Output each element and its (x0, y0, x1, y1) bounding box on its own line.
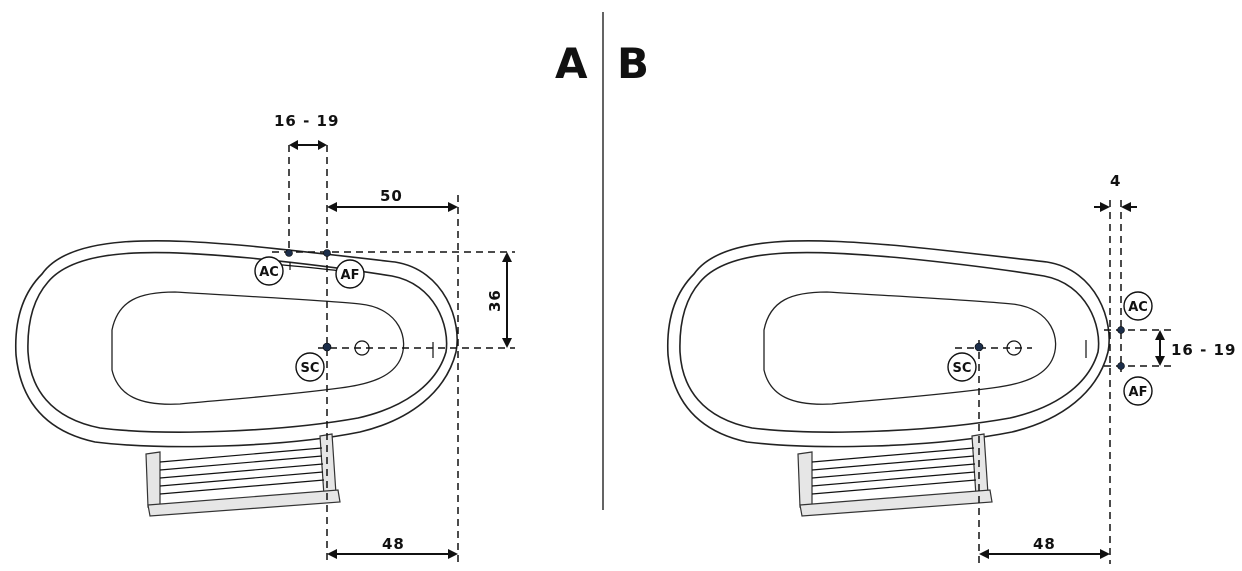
badge-sc-label-b: SC (953, 361, 972, 376)
badge-ac-label-b: AC (1128, 300, 1148, 315)
dim-arrow-a1 (289, 140, 298, 150)
panel-a: 16 - 19 50 36 48 AC AF (14, 112, 515, 564)
step-bar-1-a (159, 447, 323, 463)
step-right-rail-b (971, 433, 989, 497)
step-bar-4-b (811, 471, 976, 487)
step-base-b (799, 489, 993, 517)
badge-af-label-a: AF (341, 268, 360, 283)
dim-arrow-a3 (327, 202, 337, 212)
step-bar-5-a (159, 479, 325, 495)
step-right-rail-a (319, 433, 337, 497)
tub-outer-rim-inner-a (27, 251, 448, 433)
badge-ac-a: AC (254, 256, 284, 286)
dim-36-label-a: 36 (486, 289, 504, 312)
badge-sc-a: SC (295, 352, 325, 382)
dim-arrow-a4 (448, 202, 458, 212)
tub-outer-rim-inner-b (679, 251, 1100, 433)
dim-arrow-b5 (979, 549, 989, 559)
dim-16-19-label-b: 16 - 19 (1171, 341, 1236, 359)
dim-16-19-label-a: 16 - 19 (274, 112, 339, 130)
step-a (145, 433, 341, 517)
badge-ac-b: AC (1123, 291, 1153, 321)
step-left-rail-a (145, 451, 161, 508)
dim-arrow-b1 (1100, 202, 1110, 212)
dim-arrow-b2 (1121, 202, 1131, 212)
tub-outer-rim-b (666, 239, 1110, 448)
dim-48-label-b: 48 (1033, 535, 1056, 553)
tub-basin-a (111, 291, 405, 405)
step-bar-1-b (811, 447, 975, 463)
badge-sc-label-a: SC (301, 361, 320, 376)
dim-arrow-a8 (448, 549, 458, 559)
badge-af-b: AF (1123, 376, 1153, 406)
dim-arrow-a5 (502, 252, 512, 262)
step-bar-5-b (811, 479, 977, 495)
point-ac-a (285, 249, 293, 257)
step-bar-4-a (159, 471, 324, 487)
dim-arrow-a6 (502, 338, 512, 348)
dim-4-label-b: 4 (1110, 172, 1121, 190)
panel-label-b: B (617, 39, 649, 88)
tub-outer-rim-a (14, 239, 458, 448)
point-af-b (1117, 362, 1125, 370)
panel-b: 4 16 - 19 48 AC AF SC (666, 172, 1236, 564)
badge-af-label-b: AF (1129, 385, 1148, 400)
panel-label-a: A (555, 39, 588, 88)
step-left-rail-b (797, 451, 813, 508)
step-bar-3-a (159, 463, 324, 479)
step-bar-2-b (811, 455, 975, 471)
dim-48-label-a: 48 (382, 535, 405, 553)
tub-basin-b (763, 291, 1057, 405)
point-ac-b (1117, 326, 1125, 334)
dim-arrow-a2 (318, 140, 327, 150)
point-af-a (323, 249, 331, 257)
dim-arrow-b3 (1155, 330, 1165, 340)
dim-arrow-b4 (1155, 356, 1165, 366)
badge-af-a: AF (335, 259, 365, 289)
badge-sc-b: SC (947, 352, 977, 382)
point-sc-b (974, 342, 984, 352)
step-bar-3-b (811, 463, 976, 479)
step-bar-2-a (159, 455, 323, 471)
dim-arrow-b6 (1100, 549, 1110, 559)
point-sc-a (322, 342, 332, 352)
badge-ac-label-a: AC (259, 265, 279, 280)
step-base-a (147, 489, 341, 517)
step-b (797, 433, 993, 517)
dim-arrow-a7 (327, 549, 337, 559)
dim-50-label-a: 50 (380, 187, 403, 205)
